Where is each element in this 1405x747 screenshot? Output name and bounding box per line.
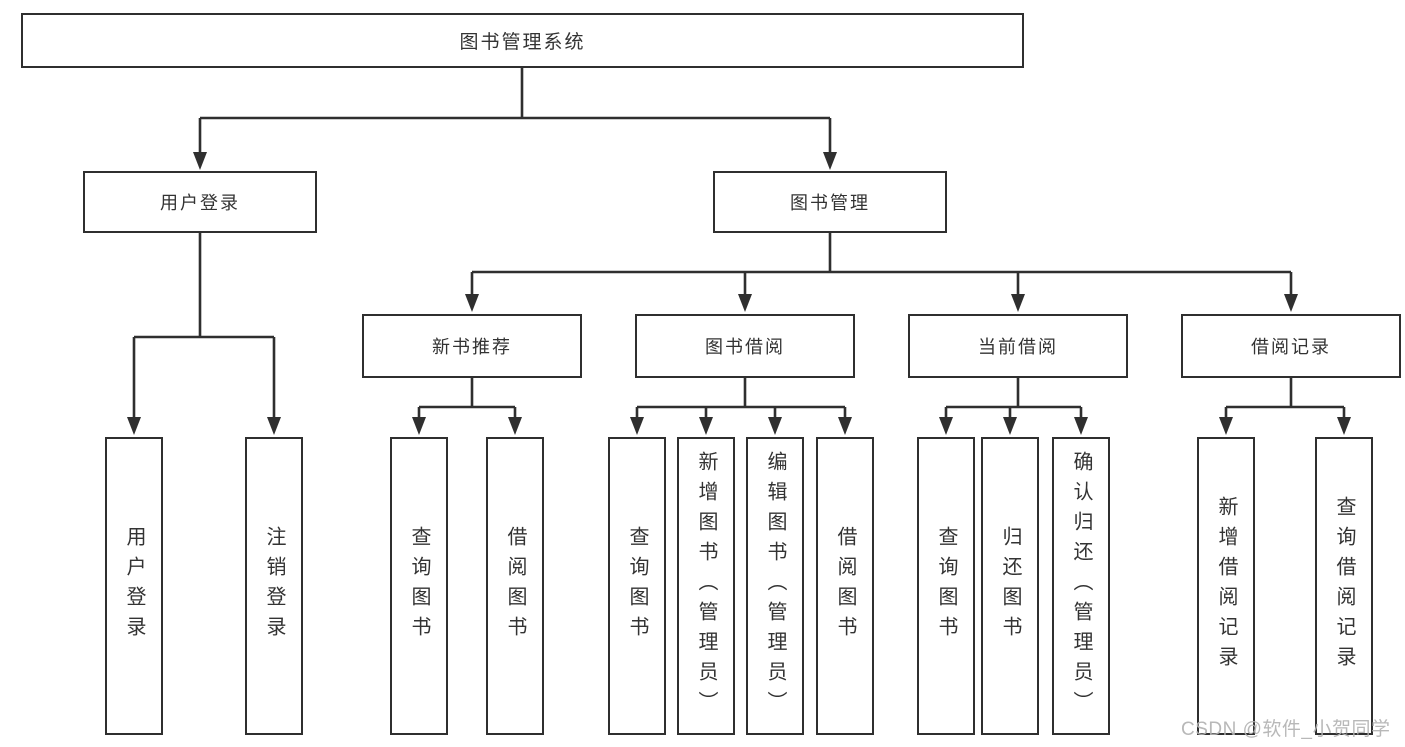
- arrowheads: [127, 152, 1351, 435]
- connector-paths: [132, 68, 1346, 420]
- node-current-borrow: 当前借阅: [908, 314, 1128, 378]
- node-root: 图书管理系统: [21, 13, 1024, 68]
- node-book-borrow: 图书借阅: [635, 314, 855, 378]
- leaf-query-borrow-record: 查询借阅记录: [1315, 437, 1373, 735]
- leaf-add-book-admin: 新增图书（管理员）: [677, 437, 735, 735]
- node-user-login: 用户登录: [83, 171, 317, 233]
- leaf-logout: 注销登录: [245, 437, 303, 735]
- leaf-confirm-return-admin: 确认归还（管理员）: [1052, 437, 1110, 735]
- leaf-return-book: 归还图书: [981, 437, 1039, 735]
- leaf-borrow-books-borrow: 借阅图书: [816, 437, 874, 735]
- leaf-user-login: 用户登录: [105, 437, 163, 735]
- node-borrow-records: 借阅记录: [1181, 314, 1401, 378]
- leaf-edit-book-admin: 编辑图书（管理员）: [746, 437, 804, 735]
- leaf-query-books-current: 查询图书: [917, 437, 975, 735]
- node-book-management: 图书管理: [713, 171, 947, 233]
- leaf-borrow-books-recommend: 借阅图书: [486, 437, 544, 735]
- csdn-watermark: CSDN @软件_小贺同学: [1181, 719, 1391, 740]
- leaf-query-books-borrow: 查询图书: [608, 437, 666, 735]
- leaf-add-borrow-record: 新增借阅记录: [1197, 437, 1255, 735]
- node-new-book-recommend: 新书推荐: [362, 314, 582, 378]
- leaf-query-books-recommend: 查询图书: [390, 437, 448, 735]
